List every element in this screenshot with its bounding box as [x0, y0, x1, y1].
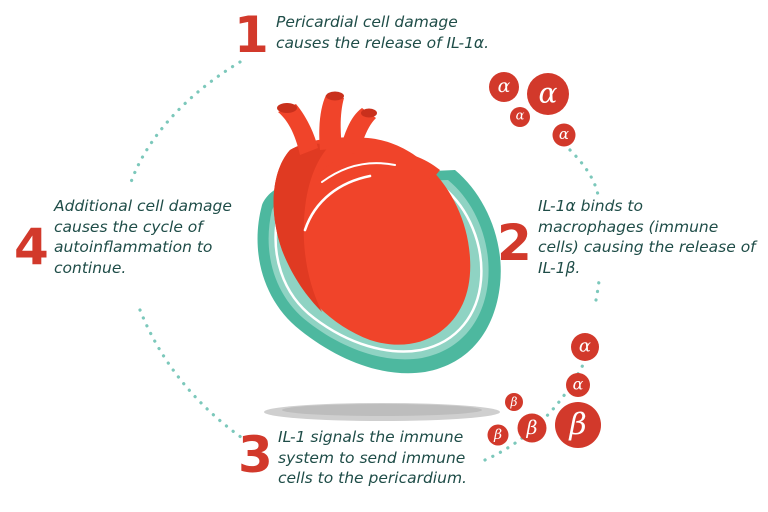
- beta-symbol: β: [526, 417, 538, 439]
- vessel-left-opening: [277, 103, 297, 113]
- alpha-molecule: [489, 72, 519, 102]
- beta-molecule-small: [487, 424, 509, 446]
- vessel-left: [278, 104, 318, 155]
- vessel-middle-opening: [326, 91, 344, 101]
- step-2-number: 2: [497, 214, 532, 272]
- pericardium-line: [274, 187, 483, 353]
- beta-symbol: β: [493, 427, 502, 443]
- alpha-symbol: α: [579, 336, 591, 357]
- heart-shade-left: [273, 143, 330, 312]
- heart-highlight-2: [321, 162, 396, 183]
- alpha-molecule: [566, 373, 590, 397]
- vessel-middle: [319, 95, 344, 150]
- step-3-number: 3: [238, 426, 273, 484]
- alpha-molecule: [571, 333, 599, 361]
- cycle-dotted-path: [128, 60, 602, 462]
- dotted-arc-3-to-2: [483, 343, 594, 462]
- beta-molecule: [517, 413, 547, 443]
- alpha-symbol: α: [516, 109, 525, 124]
- alpha-molecule-large: [527, 73, 569, 115]
- step-2-text: IL-1α binds to macrophages (immune cells…: [538, 197, 756, 277]
- beta-molecule-large: [555, 402, 601, 448]
- beta-symbol: β: [568, 408, 586, 443]
- alpha-symbol: α: [539, 77, 558, 110]
- heart-shadow-core: [282, 404, 482, 416]
- step-1-number: 1: [234, 6, 269, 64]
- heart-highlight-1: [303, 174, 372, 232]
- beta-symbol: β: [510, 395, 518, 409]
- heart-illustration: [257, 91, 501, 374]
- molecule-cluster-bottom: [487, 333, 601, 448]
- alpha-molecule-cluster-top: [489, 72, 576, 147]
- aortic-arch: [318, 150, 440, 186]
- alpha-symbol: α: [559, 125, 569, 143]
- step-3-text: IL-1 signals the immune system to send i…: [278, 428, 467, 487]
- step-4-text: Additional cell damage causes the cycle …: [54, 197, 232, 277]
- step-1-text: Pericardial cell damage causes the relea…: [276, 13, 490, 52]
- alpha-symbol: α: [573, 375, 584, 394]
- vessel-right-opening: [361, 108, 377, 118]
- alpha-symbol: α: [498, 75, 511, 97]
- beta-molecule-small: [505, 393, 523, 411]
- alpha-molecule-small: [510, 107, 530, 127]
- vessel-right: [340, 108, 376, 155]
- alpha-molecule: [552, 123, 576, 147]
- heart-body: [273, 137, 471, 345]
- step-4-number: 4: [14, 218, 49, 276]
